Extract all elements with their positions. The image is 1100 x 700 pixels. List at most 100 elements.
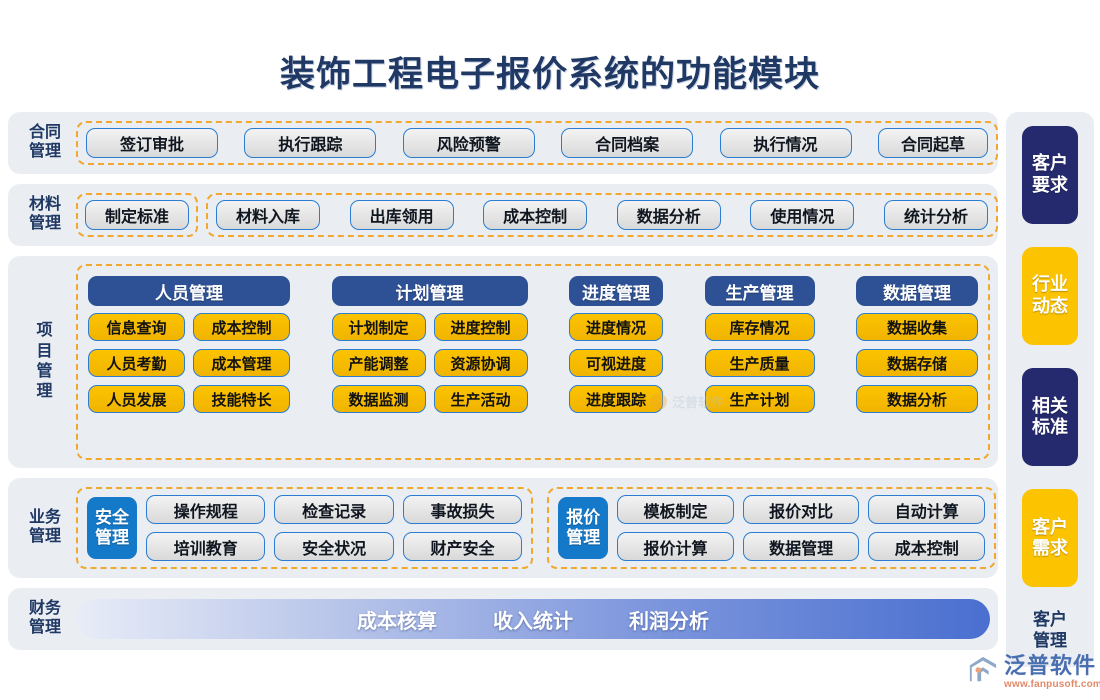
material-item-5[interactable]: 统计分析 xyxy=(883,200,988,230)
project-column-progress: 进度管理 进度情况 可视进度 进度跟踪 xyxy=(569,276,663,413)
data-item-0[interactable]: 数据收集 xyxy=(856,313,978,341)
safety-management-group: 安全 管理 操作规程 培训教育 检查记录 安全状况 事故损失 xyxy=(76,487,534,569)
material-standalone-item[interactable]: 制定标准 xyxy=(85,200,189,230)
safety-badge-line2: 管理 xyxy=(95,528,129,547)
quotation-item-1-1[interactable]: 数据管理 xyxy=(742,532,860,561)
modules-board: 合同 管理 签订审批 执行跟踪 风险预警 合同档案 执行情况 合同起草 材料 管… xyxy=(8,112,998,650)
sidebar-chip-1-line1: 行业 xyxy=(1032,274,1068,295)
sidebar-chip-1-line2: 动态 xyxy=(1032,296,1068,317)
row-label-project-char1: 目 xyxy=(36,342,54,360)
material-item-4[interactable]: 使用情况 xyxy=(750,200,855,230)
row-label-material-line2: 管理 xyxy=(28,215,61,232)
personnel-item-0-2[interactable]: 人员发展 xyxy=(88,385,185,413)
project-header-plan[interactable]: 计划管理 xyxy=(331,276,528,306)
project-header-progress[interactable]: 进度管理 xyxy=(569,276,663,306)
personnel-item-0-0[interactable]: 信息查询 xyxy=(88,313,185,341)
logo-text-block: 泛普软件 www.fanpusoft.com xyxy=(1004,655,1100,690)
fanpu-logo-icon xyxy=(969,656,997,682)
quotation-item-2-1[interactable]: 成本控制 xyxy=(868,532,985,561)
row-label-project: 项 目 管 理 xyxy=(8,256,76,468)
row-label-project-char3: 理 xyxy=(36,383,54,401)
personnel-item-1-2[interactable]: 技能特长 xyxy=(193,385,290,413)
safety-item-2-1[interactable]: 财产安全 xyxy=(402,532,523,561)
quotation-badge-line1: 报价 xyxy=(566,508,601,528)
plan-item-0-1[interactable]: 产能调整 xyxy=(331,349,426,377)
row-label-business-line1: 业务 xyxy=(28,509,61,527)
sidebar-chip-customer-demand[interactable]: 客户 需求 xyxy=(1022,489,1078,588)
sidebar-footer-label: 客户 管理 xyxy=(1033,610,1067,651)
contract-item-0[interactable]: 签订审批 xyxy=(86,128,218,158)
contract-item-4[interactable]: 执行情况 xyxy=(719,128,852,158)
material-item-2[interactable]: 成本控制 xyxy=(483,200,588,230)
production-item-0[interactable]: 库存情况 xyxy=(704,313,815,341)
row-project-management: 项 目 管 理 人员管理 信息查询 人员考勤 人员发展 xyxy=(8,256,998,468)
row-label-material: 材料 管理 xyxy=(8,196,76,234)
finance-item-2[interactable]: 利润分析 xyxy=(629,610,709,633)
data-item-2[interactable]: 数据分析 xyxy=(856,385,978,413)
quotation-item-0-0[interactable]: 模板制定 xyxy=(617,495,734,524)
quotation-item-2-0[interactable]: 自动计算 xyxy=(868,495,985,524)
row-label-project-char0: 项 xyxy=(36,322,54,340)
progress-item-0[interactable]: 进度情况 xyxy=(569,313,663,341)
sidebar-chip-industry-trends[interactable]: 行业 动态 xyxy=(1022,247,1078,346)
production-item-2[interactable]: 生产计划 xyxy=(704,385,815,413)
progress-item-1[interactable]: 可视进度 xyxy=(569,349,663,377)
row-material-management: 材料 管理 制定标准 材料入库 出库领用 成本控制 数据分析 使用情况 统计分析 xyxy=(8,184,998,246)
row-label-finance-line1: 财务 xyxy=(28,600,61,618)
project-columns: 人员管理 信息查询 人员考勤 人员发展 成本控制 成本管理 技能特长 xyxy=(88,276,978,413)
quotation-item-1-0[interactable]: 报价对比 xyxy=(742,495,860,524)
row-label-business-line2: 管理 xyxy=(28,528,61,545)
row-label-material-line1: 材料 xyxy=(28,196,61,214)
material-item-3[interactable]: 数据分析 xyxy=(616,200,721,230)
project-header-production[interactable]: 生产管理 xyxy=(704,276,815,306)
sidebar-chip-3-line1: 客户 xyxy=(1032,516,1068,537)
row-label-project-char2: 管 xyxy=(36,363,54,380)
safety-item-1-0[interactable]: 检查记录 xyxy=(274,495,394,524)
project-column-personnel: 人员管理 信息查询 人员考勤 人员发展 成本控制 成本管理 技能特长 xyxy=(88,276,290,413)
row-label-finance: 财务 管理 xyxy=(8,600,76,638)
sidebar-chip-customer-requirement[interactable]: 客户 要求 xyxy=(1022,126,1078,224)
safety-item-2-0[interactable]: 事故损失 xyxy=(402,495,523,524)
project-header-data[interactable]: 数据管理 xyxy=(856,276,978,306)
contract-item-3[interactable]: 合同档案 xyxy=(561,128,694,158)
project-column-data: 数据管理 数据收集 数据存储 数据分析 xyxy=(856,276,978,413)
project-header-personnel[interactable]: 人员管理 xyxy=(88,276,290,306)
plan-item-0-0[interactable]: 计划制定 xyxy=(331,313,426,341)
safety-item-0-1[interactable]: 培训教育 xyxy=(146,532,266,561)
contract-item-2[interactable]: 风险预警 xyxy=(402,128,535,158)
row-label-finance-line2: 管理 xyxy=(28,619,61,636)
quotation-item-0-1[interactable]: 报价计算 xyxy=(617,532,734,561)
sidebar-footer-line2: 管理 xyxy=(1033,630,1067,650)
progress-item-2[interactable]: 进度跟踪 xyxy=(569,385,663,413)
plan-item-1-0[interactable]: 进度控制 xyxy=(433,313,528,341)
sidebar-chip-2-line2: 标准 xyxy=(1032,417,1068,438)
data-item-1[interactable]: 数据存储 xyxy=(856,349,978,377)
sidebar-chip-related-standards[interactable]: 相关 标准 xyxy=(1022,368,1078,467)
project-column-production: 生产管理 库存情况 生产质量 生产计划 xyxy=(704,276,815,413)
finance-item-0[interactable]: 成本核算 xyxy=(357,610,437,633)
contract-item-5[interactable]: 合同起草 xyxy=(877,128,988,158)
material-item-1[interactable]: 出库领用 xyxy=(349,200,454,230)
personnel-item-1-1[interactable]: 成本管理 xyxy=(193,349,290,377)
logo-url: www.fanpusoft.com xyxy=(1004,679,1100,690)
row-label-business: 业务 管理 xyxy=(8,509,76,547)
contract-item-1[interactable]: 执行跟踪 xyxy=(244,128,377,158)
plan-item-1-2[interactable]: 生产活动 xyxy=(433,385,528,413)
business-groups: 安全 管理 操作规程 培训教育 检查记录 安全状况 事故损失 xyxy=(76,487,998,569)
safety-item-0-0[interactable]: 操作规程 xyxy=(146,495,266,524)
sidebar-chip-2-line1: 相关 xyxy=(1032,395,1068,416)
finance-item-1[interactable]: 收入统计 xyxy=(493,610,573,633)
production-item-1[interactable]: 生产质量 xyxy=(704,349,815,377)
safety-item-1-1[interactable]: 安全状况 xyxy=(274,532,394,561)
material-groups: 制定标准 材料入库 出库领用 成本控制 数据分析 使用情况 统计分析 xyxy=(76,193,998,237)
finance-items-bar: 成本核算 收入统计 利润分析 xyxy=(76,599,990,639)
quotation-management-badge[interactable]: 报价 管理 xyxy=(558,497,609,559)
material-item-0[interactable]: 材料入库 xyxy=(216,200,320,230)
personnel-item-1-0[interactable]: 成本控制 xyxy=(193,313,290,341)
safety-management-badge[interactable]: 安全 管理 xyxy=(87,497,137,559)
plan-item-1-1[interactable]: 资源协调 xyxy=(433,349,528,377)
personnel-item-0-1[interactable]: 人员考勤 xyxy=(88,349,185,377)
row-label-contract-line2: 管理 xyxy=(28,143,61,160)
plan-item-0-2[interactable]: 数据监测 xyxy=(331,385,426,413)
